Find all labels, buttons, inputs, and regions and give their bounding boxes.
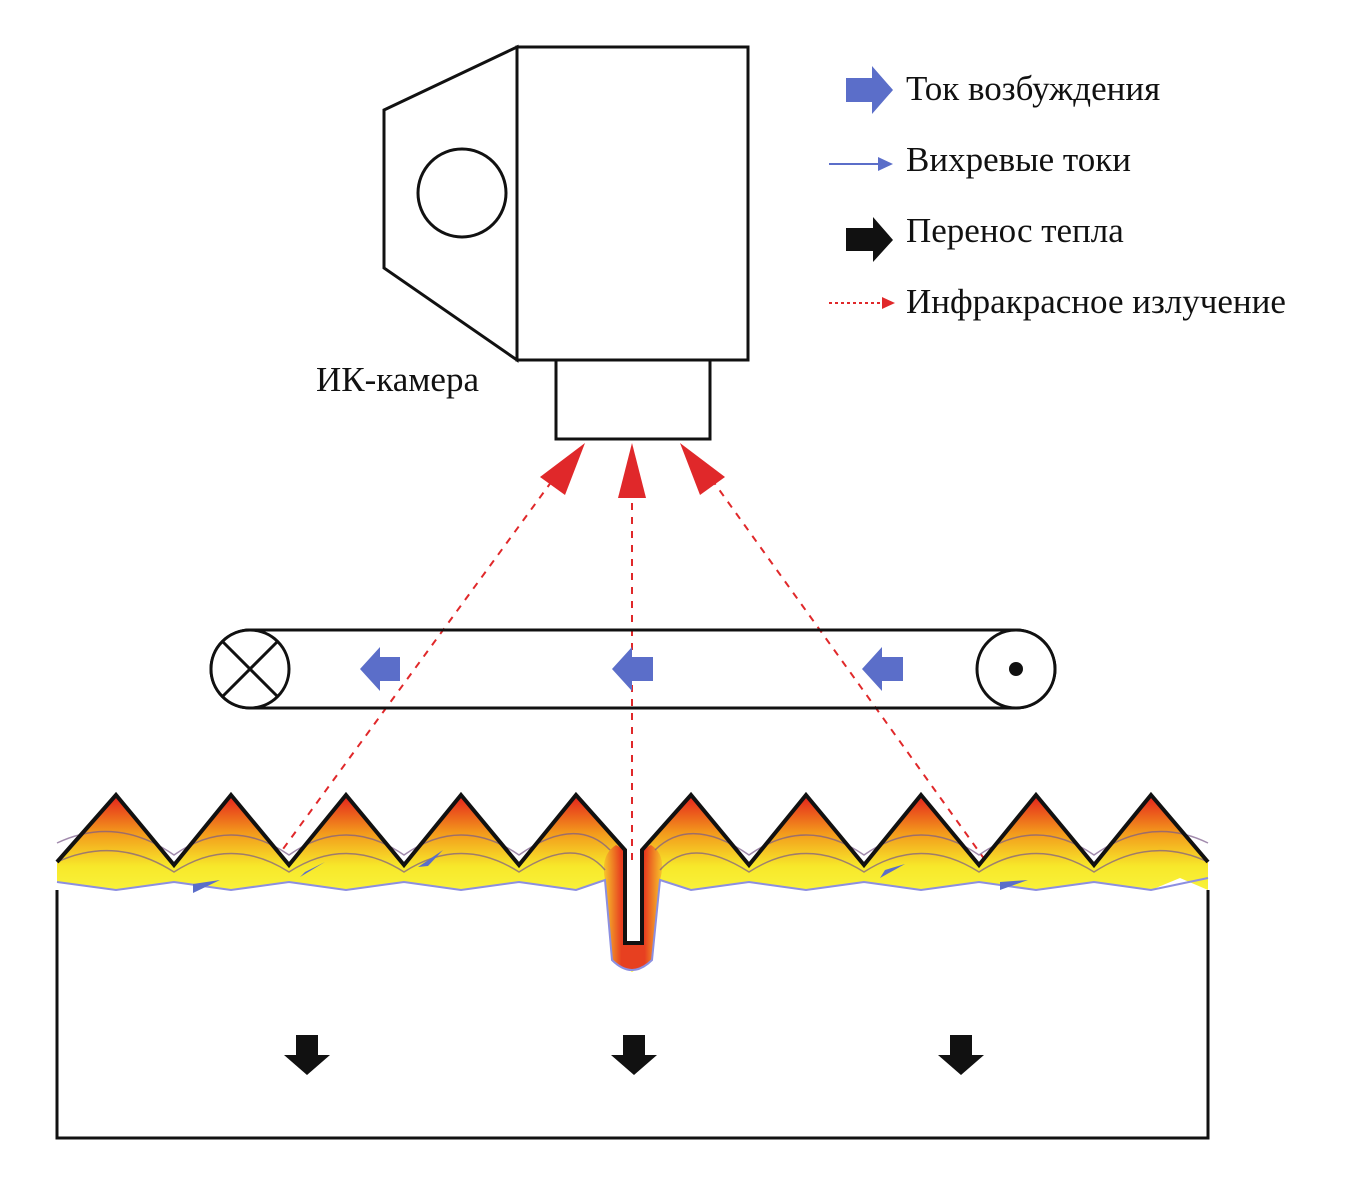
eddy-current-arrows (193, 850, 1028, 893)
eddy-arrow-icon (880, 864, 905, 878)
ir-ray-left (274, 469, 561, 861)
legend-heat-transfer: Перенос тепла (906, 211, 1124, 250)
heat-arrow-icon (611, 1035, 657, 1075)
specimen (55, 791, 1210, 1140)
crack-heat-zone (603, 845, 663, 970)
legend-infrared-radiation: Инфракрасное излучение (906, 282, 1286, 321)
eddy-current-boundary (56, 877, 1209, 971)
ir-ray-right (704, 469, 986, 861)
camera-sensor-tube (554, 358, 712, 441)
eddy-arrow-icon (1000, 880, 1028, 890)
camera-label: ИК-камера (316, 360, 480, 399)
ir-arrowhead-right-icon (680, 443, 725, 495)
camera-lens-icon (416, 147, 508, 239)
excitation-arrow-icon (862, 647, 903, 691)
legend-icons (829, 66, 895, 309)
thick-blue-arrow-icon (846, 66, 893, 114)
eddy-arrow-icon (764, 850, 788, 866)
excitation-coil-belt (209, 628, 1057, 710)
eddy-arrow-icon (300, 862, 325, 877)
eddy-arrow-icon (193, 880, 220, 893)
excitation-arrow-icon (360, 647, 400, 691)
ir-arrowheads (540, 443, 725, 498)
excitation-arrow-icon (612, 647, 653, 691)
infrared-rays (274, 469, 986, 861)
camera-body (515, 45, 750, 362)
ir-arrowhead-left-icon (540, 443, 585, 495)
ir-arrowhead-center-icon (618, 443, 646, 498)
ir-camera (382, 44, 750, 441)
legend-eddy-currents: Вихревые токи (906, 140, 1132, 179)
heat-transfer-arrows (284, 1035, 984, 1075)
heat-arrow-icon (938, 1035, 984, 1075)
black-arrow-icon (846, 217, 893, 262)
legend-excitation-current: Ток возбуждения (906, 69, 1161, 108)
eddy-arrow-icon (418, 850, 443, 867)
serrated-surface (55, 791, 1210, 945)
heat-arrow-icon (284, 1035, 330, 1075)
heated-layer (57, 795, 1208, 972)
